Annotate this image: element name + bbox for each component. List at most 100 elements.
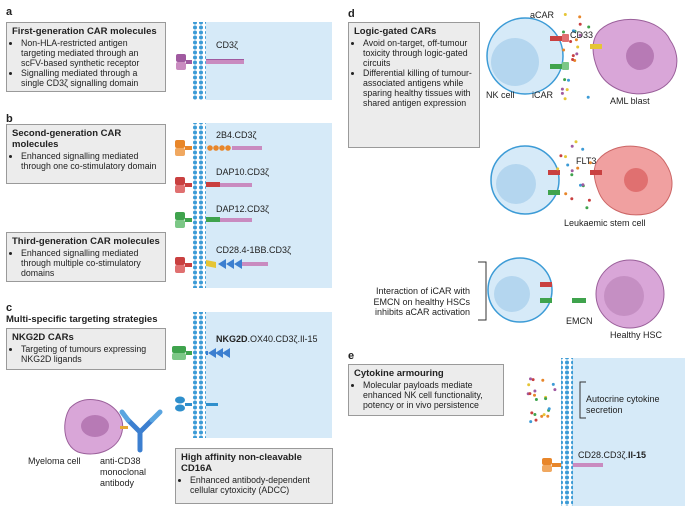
cytokine-dot <box>574 140 578 144</box>
panel-b-box-2-bullet: Enhanced signalling mediated through mul… <box>21 248 160 278</box>
myeloma-cell-label: Myeloma cell <box>28 456 81 466</box>
cytokine-dot <box>547 407 551 411</box>
panel-a-letter: a <box>6 6 13 18</box>
cytokine-dot <box>576 166 580 170</box>
panel-d-box: Logic-gated CARs Avoid on-target, off-tu… <box>348 22 480 148</box>
construct-label-dap10: DAP10.CD3ζ <box>216 167 269 177</box>
membrane-c <box>192 312 206 438</box>
panel-e-letter: e <box>348 350 355 362</box>
acar-receptor <box>550 34 569 42</box>
cd38-marker <box>120 426 128 429</box>
flt3-label: FLT3 <box>576 156 597 166</box>
panel-a-box: First-generation CAR molecules Non-HLA-r… <box>6 22 166 92</box>
cytokine-dot <box>551 382 555 386</box>
panel-e-box-bullet: Molecular payloads mediate enhanced NK c… <box>363 380 498 410</box>
nk-cell-3 <box>487 257 553 323</box>
cytokine-dot <box>533 393 536 397</box>
cytokine-dot <box>565 88 569 92</box>
nk-cell-2 <box>490 145 560 215</box>
cytokine-dot <box>588 161 592 165</box>
cytokine-dot <box>578 33 582 37</box>
construct-label-nkg2d-bold: NKG2D <box>216 334 248 344</box>
autocrine-label: Autocrine cytokine secretion <box>586 394 660 415</box>
cytokine-dot <box>581 147 585 151</box>
cytokine-dot <box>530 411 534 415</box>
cytokine-dot <box>533 389 537 393</box>
interaction-text: Interaction of iCAR with EMCN on healthy… <box>373 286 470 317</box>
cytokine-dot <box>553 388 557 392</box>
cytokine-dot <box>546 414 550 418</box>
anti-cd38-label: anti-CD38 monoclonal antibody <box>100 456 147 488</box>
nk-cell-label: NK cell <box>486 90 515 100</box>
panel-c-box: NKG2D CARs Targeting of tumours expressi… <box>6 328 166 370</box>
construct-label-2b4: 2B4.CD3ζ <box>216 130 257 140</box>
healthy-hsc <box>595 259 665 329</box>
cytokine-dot <box>531 378 535 382</box>
cytokine-dot <box>574 38 578 42</box>
interaction-bracket <box>478 261 487 321</box>
cytokine-dot <box>563 13 567 16</box>
aml-blast-label: AML blast <box>610 96 650 106</box>
cytokine-dot <box>579 183 582 187</box>
cytokine-dot <box>578 15 582 19</box>
cytokine-dot <box>542 413 546 417</box>
cytokine-dot <box>587 25 591 29</box>
cytokine-dot <box>570 169 574 173</box>
construct-label-a: CD3ζ <box>216 40 238 50</box>
panel-c-cd16-box: High affinity non-cleavable CD16A Enhanc… <box>175 448 333 504</box>
cytokine-dot <box>571 54 575 58</box>
cytokine-dot <box>570 173 574 177</box>
cytokine-dot <box>529 420 533 424</box>
anti-cd38-antibody <box>119 409 163 453</box>
construct-label-nkg2d: NKG2D.OX40.CD3ζ.Il-15 <box>216 334 318 344</box>
cytokine-dot <box>560 91 564 95</box>
construct-label-e-rest: CD28.CD3ζ. <box>578 450 628 460</box>
car-construct-cd28-41bb <box>175 257 268 273</box>
cytokine-dot <box>586 95 590 99</box>
cytokine-dot <box>564 192 568 196</box>
panel-d-bullet-2: Differential killing of tumour-associate… <box>363 68 474 108</box>
car-construct-dap10 <box>175 177 252 193</box>
panel-b-box-2: Third-generation CAR molecules Enhanced … <box>6 232 166 282</box>
cytokine-dot <box>562 48 566 52</box>
leukaemic-stem-cell <box>593 145 673 216</box>
cytokine-dot <box>534 398 538 401</box>
panel-a-title: First-generation CAR molecules <box>12 26 157 37</box>
panel-c-box-bullet: Targeting of tumours expressing NKG2D li… <box>21 344 160 364</box>
panel-b-box-1-title: Second-generation CAR molecules <box>12 128 122 150</box>
panel-c-background <box>192 312 332 438</box>
icar-receptor <box>550 62 569 70</box>
panel-a-bullet-1: Non-HLA-restricted antigen targeting med… <box>21 38 160 68</box>
cytokine-dot <box>528 392 532 396</box>
cytokine-dot <box>571 58 575 61</box>
membrane-b <box>192 123 206 288</box>
cytokine-dot <box>576 45 580 49</box>
panel-a-bullet-2: Signalling mediated through a single CD3… <box>21 68 160 88</box>
panel-b-box-1-bullet: Enhanced signalling mediated through one… <box>21 151 160 171</box>
car-construct-dap12 <box>175 212 252 228</box>
panel-b-box-1: Second-generation CAR molecules Enhanced… <box>6 124 166 184</box>
cytokine-bracket <box>579 381 586 419</box>
membrane-a <box>192 22 206 100</box>
panel-e-box: Cytokine armouring Molecular payloads me… <box>348 364 504 416</box>
cytokine-dot <box>570 144 574 148</box>
panel-c-letter: c <box>6 302 13 314</box>
cytokine-dot <box>563 97 567 101</box>
cytokine-dot <box>559 154 563 158</box>
panel-b-box-2-title: Third-generation CAR molecules <box>12 236 160 247</box>
cytokine-dot <box>572 29 576 33</box>
panel-e-background <box>565 358 685 506</box>
cytokine-dot <box>562 30 565 34</box>
cd33-antigen <box>590 44 602 49</box>
cytokine-dot <box>575 52 579 56</box>
panel-b-letter: b <box>6 113 13 125</box>
myeloma-cell <box>64 399 124 455</box>
cytokine-dot <box>560 87 564 91</box>
cd33-label: CD33 <box>570 30 594 40</box>
cytokine-dot <box>581 183 585 187</box>
emcn-antigen <box>572 298 586 303</box>
cytokine-dot <box>541 378 545 382</box>
panel-c-box-title: NKG2D CARs <box>12 332 74 343</box>
cytokine-dot <box>556 167 560 171</box>
